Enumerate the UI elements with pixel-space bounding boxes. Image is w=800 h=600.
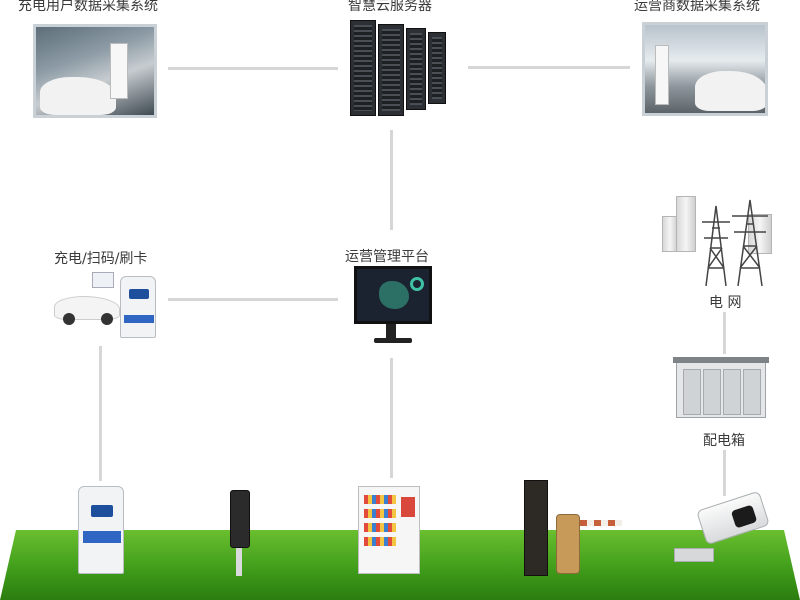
ac-charging-pole: [236, 548, 242, 576]
server-rack-2: [378, 24, 404, 116]
label-distribution-box: 配电箱: [703, 433, 745, 449]
server-rack-3: [406, 28, 426, 110]
box-door: [683, 369, 701, 415]
parking-barrier-arm: [580, 520, 622, 526]
electric-car: [54, 296, 120, 325]
photo-charging-post: [110, 43, 128, 99]
connector-platform-to-ground: [390, 358, 393, 478]
connector-grid-to-box: [723, 312, 726, 354]
user-charging-photo: [33, 24, 157, 118]
label-operator-data-system: 运营商数据采集系统: [634, 0, 760, 14]
photo-car: [695, 71, 765, 111]
label-ops-platform: 运营管理平台: [345, 249, 429, 265]
parking-gate-post: [524, 480, 548, 576]
car-wheel: [101, 313, 113, 325]
photo-car: [40, 77, 116, 115]
city-building: [676, 196, 696, 252]
server-rack-1: [350, 20, 376, 116]
operator-charging-photo: [642, 22, 768, 116]
power-tower-icon: [702, 199, 768, 287]
box-door: [743, 369, 761, 415]
connector-server-to-platform: [390, 130, 393, 230]
connector-user-to-server: [168, 67, 338, 70]
box-door: [703, 369, 721, 415]
server-rack-4: [428, 32, 446, 104]
ac-charging-box: [230, 490, 250, 548]
ops-platform-monitor: [354, 266, 432, 324]
label-cloud-server: 智慧云服务器: [348, 0, 432, 14]
parking-barrier-box: [556, 514, 580, 574]
ring-chart: [410, 277, 424, 291]
charging-pile-top: [120, 276, 156, 338]
distribution-box: [673, 357, 769, 418]
connector-box-to-camera: [723, 450, 726, 496]
charging-sign: [92, 272, 114, 288]
monitor-base: [374, 338, 412, 343]
monitor-stand: [386, 324, 396, 338]
camera-mount: [674, 548, 714, 562]
connector-station-to-platform: [168, 298, 338, 301]
box-door: [723, 369, 741, 415]
connector-server-to-operator: [468, 66, 630, 69]
label-grid: 电 网: [709, 295, 742, 311]
city-building: [748, 214, 772, 254]
dc-charging-pile: [78, 486, 124, 574]
vending-machine: [358, 486, 420, 574]
photo-charging-post: [655, 45, 669, 105]
label-user-data-system: 充电用户数据采集系统: [18, 0, 158, 14]
label-charge-scan-card: 充电/扫码/刷卡: [54, 251, 148, 267]
connector-station-to-ground: [99, 346, 102, 481]
car-wheel: [63, 313, 75, 325]
china-map: [379, 281, 409, 309]
camera-lens: [730, 504, 758, 529]
